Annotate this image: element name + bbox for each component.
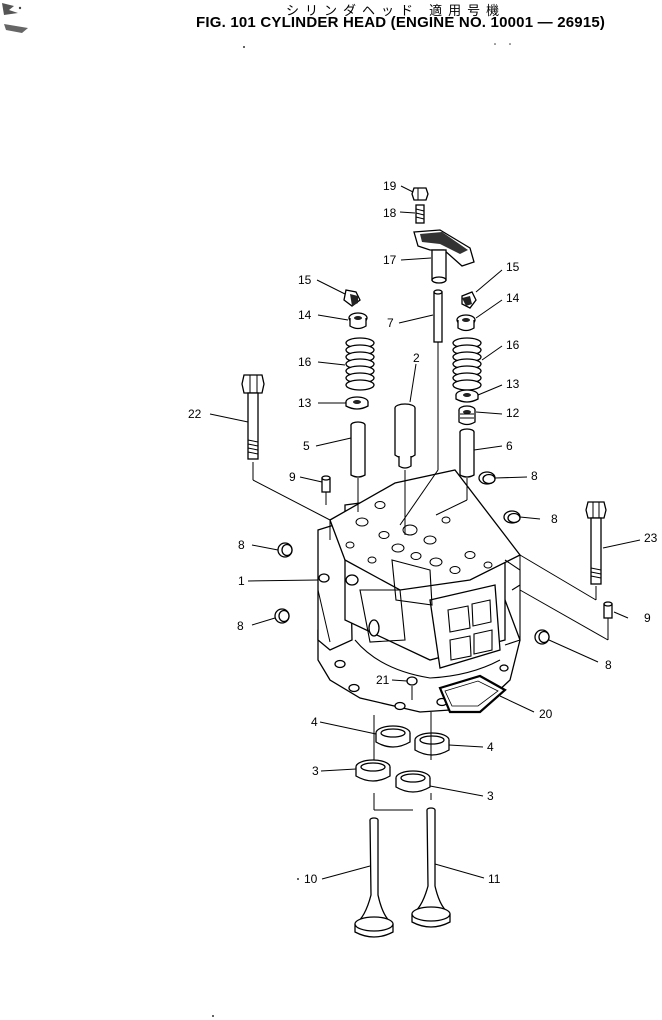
callout-13-left: 13 [298, 396, 312, 410]
stud-part-18 [415, 204, 425, 224]
gasket-part-20 [438, 674, 507, 714]
callout-11: 11 [488, 872, 501, 886]
figure-title: FIG. 101 CYLINDER HEAD (ENGINE NO. 10001… [196, 14, 606, 31]
callout-3-right: 3 [487, 789, 494, 803]
callout-13-right: 13 [506, 377, 520, 391]
callout-8-c: 8 [238, 538, 245, 552]
callout-14-right: 14 [506, 291, 520, 305]
assembly-lines [252, 342, 609, 811]
callout-14-left: 14 [298, 308, 312, 322]
callout-8-a: 8 [531, 469, 538, 483]
head-bolt-part-23 [585, 501, 607, 585]
scan-artifact [2, 3, 28, 33]
callout-23: 23 [644, 531, 658, 545]
nut-part-19 [411, 187, 429, 201]
callout-3-left: 3 [312, 764, 319, 778]
spring-seat-left-part-13 [345, 396, 369, 410]
callout-20: 20 [539, 707, 553, 721]
exhaust-valve-part-11 [411, 807, 451, 928]
plug-part-8-d [274, 608, 290, 624]
japanese-title: シリンダヘッド 適用号機 [286, 4, 506, 19]
plug-part-8-e [534, 629, 550, 645]
seat-insert-part-3-left [355, 759, 391, 782]
stem-seal-part-12 [458, 405, 476, 426]
intake-valve-part-10 [354, 817, 394, 938]
retainer-left-part-14 [348, 312, 368, 330]
callout-21: 21 [376, 673, 390, 687]
nozzle-sleeve-part-2 [394, 403, 416, 469]
callout-7: 7 [387, 316, 394, 330]
valve-guide-part-6 [459, 428, 475, 478]
dowel-pin-right-part-9 [603, 601, 613, 619]
valve-bridge-part-17 [413, 229, 475, 284]
retainer-right-part-14 [456, 314, 476, 332]
callout-17: 17 [383, 253, 397, 267]
plug-part-8-c [277, 542, 293, 558]
callout-8-d: 8 [237, 619, 244, 633]
callout-15-right: 15 [506, 260, 520, 274]
plug-part-8-b [503, 510, 521, 524]
callout-5: 5 [303, 439, 310, 453]
callout-9-left: 9 [289, 470, 296, 484]
cylinder-head-part-1 [317, 469, 521, 713]
callout-16-left: 16 [298, 355, 312, 369]
callout-22: 22 [188, 407, 202, 421]
callout-12: 12 [506, 406, 520, 420]
callout-leaders [209, 185, 641, 880]
valve-spring-left-part-16 [345, 337, 375, 391]
dowel-pin-left-part-9 [321, 475, 331, 493]
callout-1: 1 [238, 574, 245, 588]
callout-4-right: 4 [487, 740, 494, 754]
o-ring-part-21 [406, 676, 418, 686]
valve-guide-part-5 [350, 421, 366, 478]
spring-seat-right-part-13 [455, 389, 479, 403]
cotter-right-part-15 [461, 291, 477, 309]
callout-19: 19 [383, 179, 397, 193]
seat-insert-part-4-left [375, 725, 411, 748]
push-rod-part-7 [433, 289, 443, 343]
callout-4-left: 4 [311, 715, 318, 729]
callout-16-right: 16 [506, 338, 520, 352]
callout-labels: 19 18 17 15 15 14 14 7 16 16 2 13 13 12 … [188, 179, 658, 886]
cotter-left-part-15 [343, 289, 361, 307]
callout-2: 2 [413, 351, 420, 365]
head-bolt-part-22 [241, 374, 265, 460]
callout-9-right: 9 [644, 611, 651, 625]
callout-18: 18 [383, 206, 397, 220]
seat-insert-part-4-right [414, 732, 450, 756]
plug-part-8-a [478, 471, 496, 485]
callout-15-left: 15 [298, 273, 312, 287]
callout-10: 10 [304, 872, 318, 886]
seat-insert-part-3-right [395, 770, 431, 793]
valve-spring-right-part-16 [452, 337, 482, 391]
callout-8-b: 8 [551, 512, 558, 526]
callout-6: 6 [506, 439, 513, 453]
scan-dots [212, 43, 511, 1017]
callout-8-e: 8 [605, 658, 612, 672]
